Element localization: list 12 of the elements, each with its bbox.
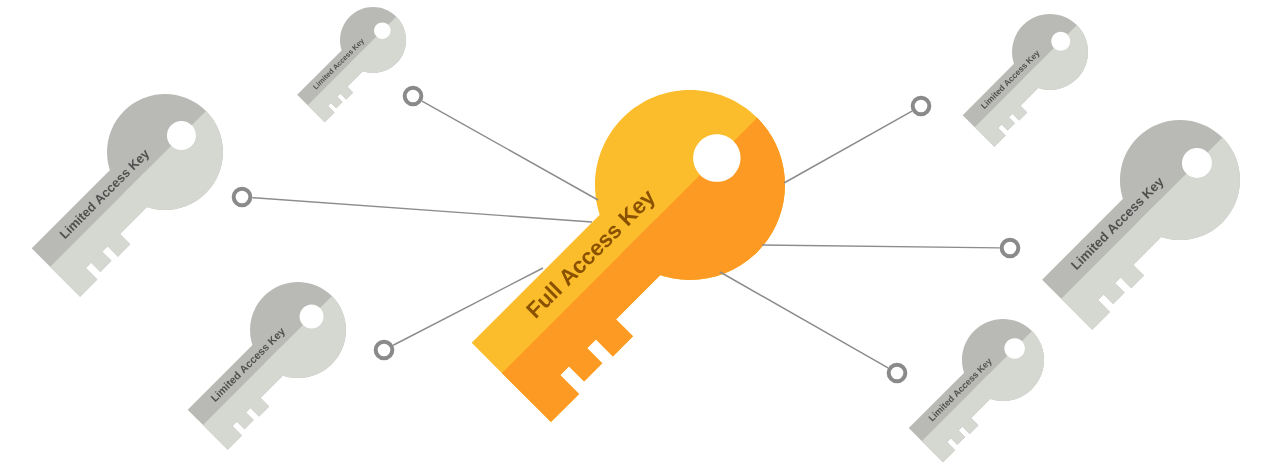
ring bbox=[373, 339, 395, 361]
connector-line bbox=[251, 197, 593, 223]
connector-line bbox=[392, 267, 544, 346]
ring bbox=[886, 362, 908, 384]
connector-line bbox=[783, 110, 913, 184]
ring bbox=[999, 237, 1021, 259]
connector-line bbox=[719, 271, 889, 369]
connector-line bbox=[761, 244, 1001, 249]
ring bbox=[910, 95, 932, 117]
ring bbox=[402, 85, 424, 107]
ring bbox=[231, 186, 253, 208]
connector-line bbox=[421, 100, 599, 201]
